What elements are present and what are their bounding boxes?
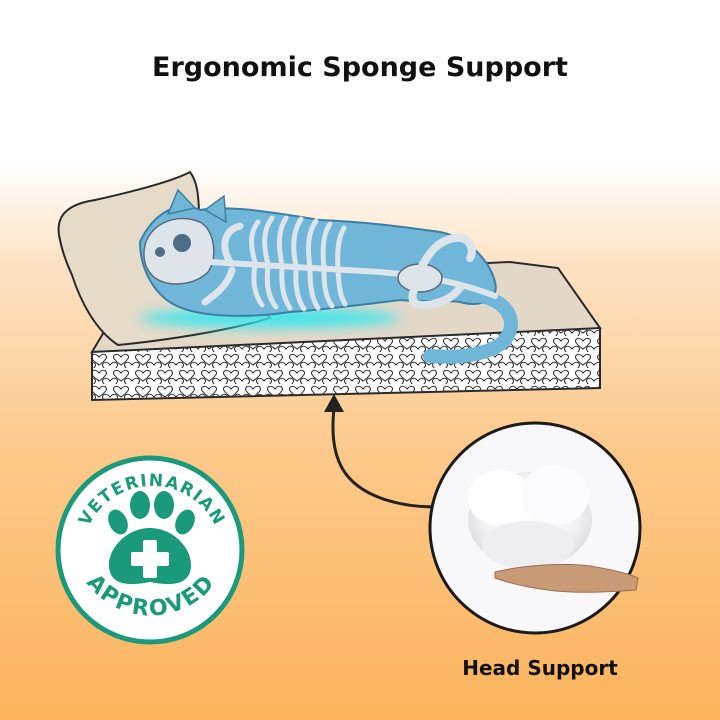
page-title: Ergonomic Sponge Support <box>152 52 568 83</box>
head-support-caption: Head Support <box>462 656 618 680</box>
arrow-head-icon <box>324 394 344 412</box>
head-support-inset <box>428 421 642 635</box>
veterinarian-approved-badge: VETERINARIAN APPROVED <box>55 455 245 645</box>
support-arrow <box>331 407 453 509</box>
hand-icon <box>494 563 639 593</box>
cat-skeleton <box>138 188 518 364</box>
cotton-fiber-icon <box>468 465 592 569</box>
medical-cross-icon <box>131 540 169 578</box>
